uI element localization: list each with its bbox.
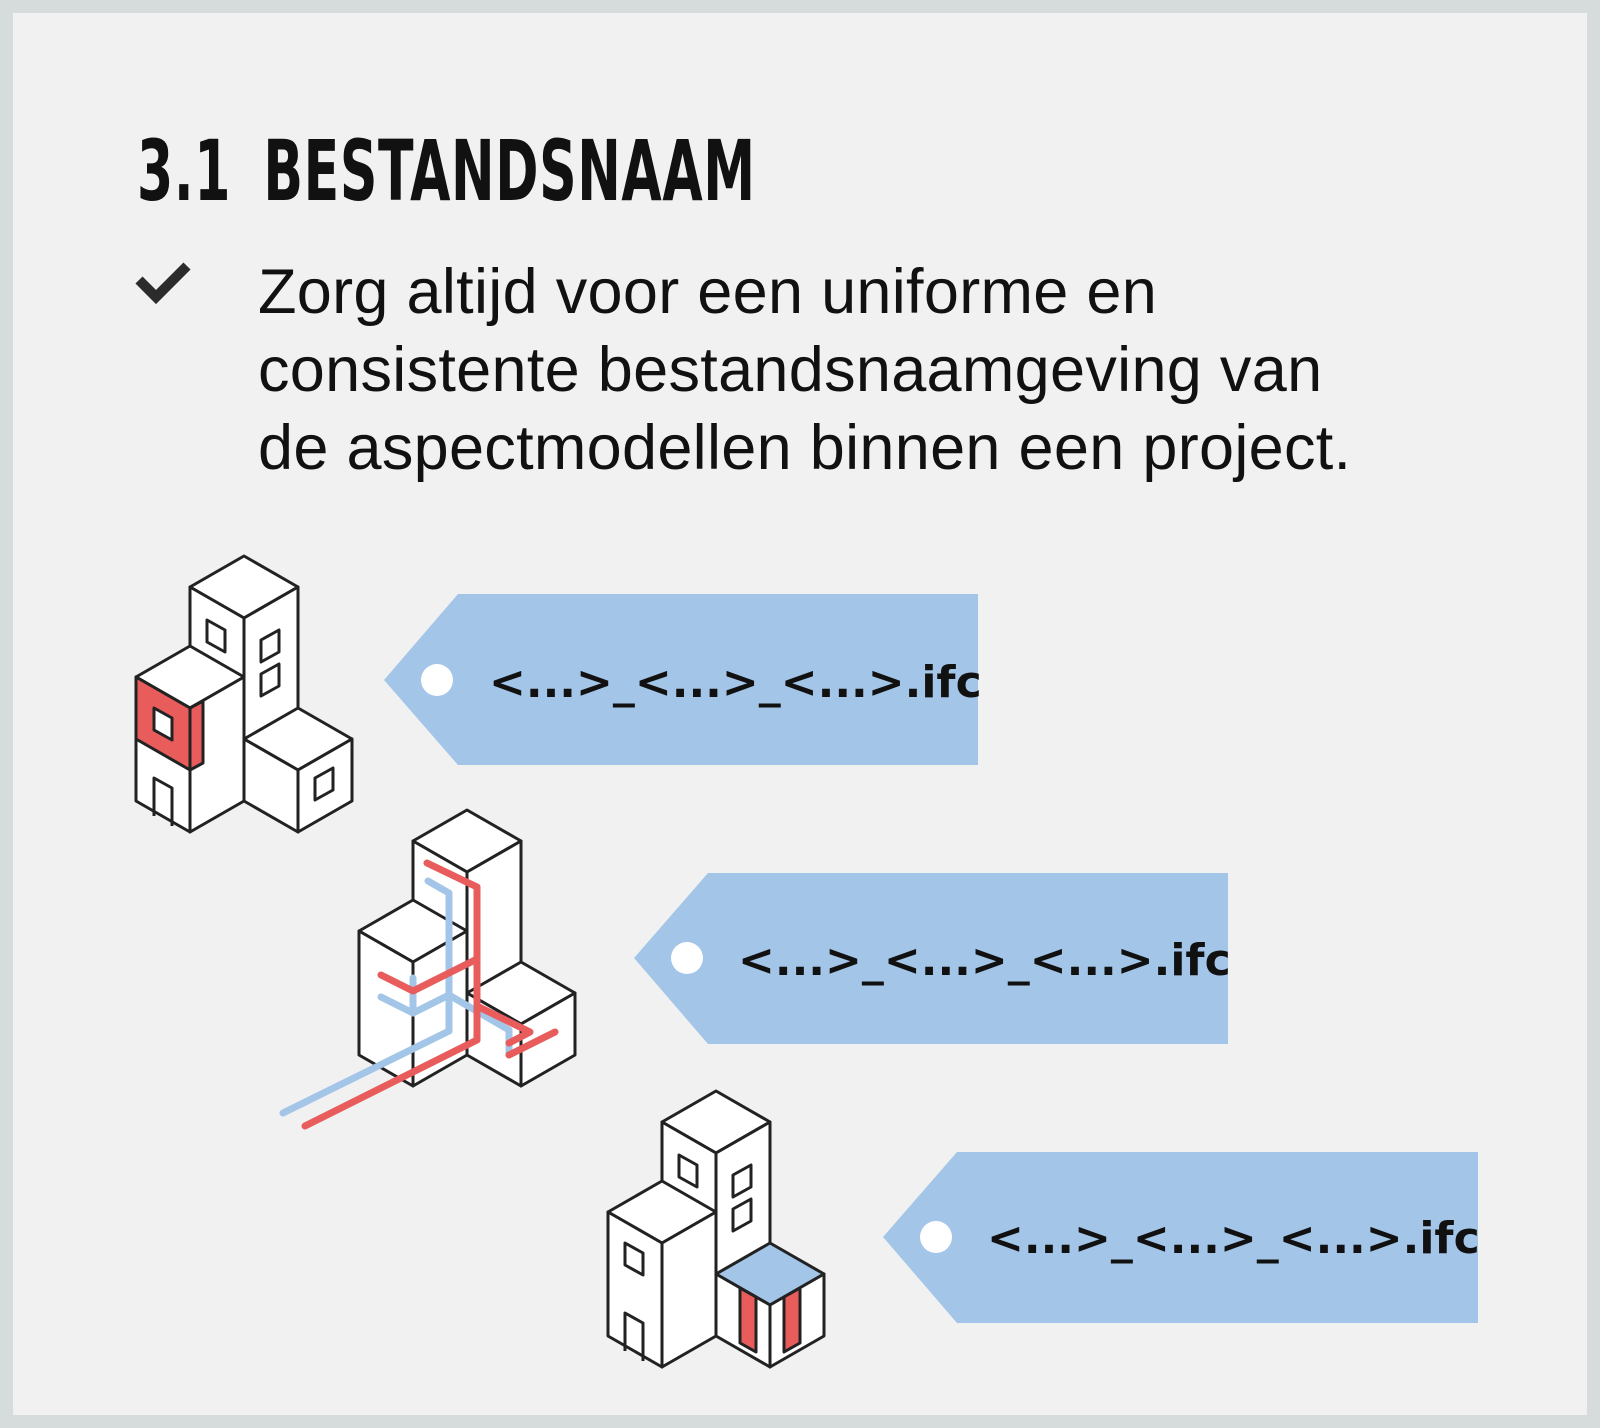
construction-building-icon: [606, 1089, 826, 1369]
card: 3.1 BESTANDSNAAM Zorg altijd voor een uni…: [13, 13, 1587, 1415]
tag-hole-1: [421, 664, 453, 696]
file-tag-3: <...>_<...>_<...>.ifc: [883, 1152, 1480, 1323]
tag-shape-3: [883, 1152, 1478, 1323]
tag-label-2: <...>_<...>_<...>.ifc: [738, 935, 1231, 986]
tag-shape-2: [634, 873, 1228, 1044]
file-tag-1: <...>_<...>_<...>.ifc: [384, 594, 982, 765]
tag-hole-3: [920, 1221, 952, 1253]
tag-shape-1: [384, 594, 978, 765]
guideline-line-1: Zorg altijd voor een uniforme en: [258, 257, 1158, 327]
section-number: 3.1: [137, 122, 232, 220]
guideline-line-3: de aspectmodellen binnen een project.: [258, 413, 1352, 483]
architecture-building-icon: [134, 554, 354, 834]
section-title: BESTANDSNAAM: [263, 122, 756, 220]
tag-label-3: <...>_<...>_<...>.ifc: [987, 1213, 1480, 1264]
tag-hole-2: [671, 942, 703, 974]
checkmark-icon: [135, 262, 191, 305]
installations-building-icon: [279, 808, 577, 1130]
guideline-line-2: consistente bestandsnaamgeving van: [258, 335, 1323, 405]
tag-label-1: <...>_<...>_<...>.ifc: [489, 657, 982, 708]
section-heading: 3.1 BESTANDSNAAM: [137, 121, 756, 221]
guideline-text: Zorg altijd voor een uniforme en consist…: [258, 253, 1518, 487]
file-tag-2: <...>_<...>_<...>.ifc: [634, 873, 1231, 1044]
illustration: <...>_<...>_<...>.ifc <...>_<...>_<...>.…: [134, 554, 1480, 1369]
